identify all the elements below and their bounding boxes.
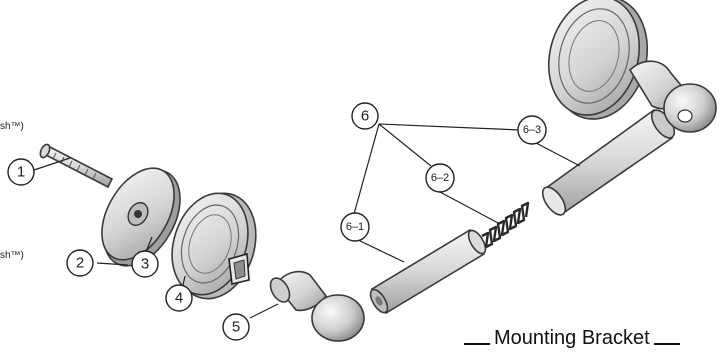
edge-label-bottom: sh™) (0, 250, 24, 261)
callout-6-1-label: 6–1 (346, 221, 364, 233)
edge-label-top: sh™) (0, 121, 24, 132)
callout-1: 1 (7, 158, 35, 186)
callout-2-label: 2 (76, 255, 84, 272)
screw-part (39, 143, 114, 189)
spring-part (481, 201, 530, 249)
finial-part (269, 270, 365, 342)
callout-4: 4 (165, 284, 193, 312)
callout-6-3: 6–3 (517, 115, 547, 145)
rod-segment-part (369, 228, 487, 315)
tube-part (541, 108, 676, 216)
callout-6-2: 6–2 (425, 163, 455, 193)
title-rule-right (653, 343, 680, 345)
callout-6: 6 (351, 102, 379, 130)
callout-6-3-label: 6–3 (523, 124, 541, 136)
washer-plate-part (101, 167, 181, 267)
title-rule-left (464, 343, 490, 345)
callout-6-1: 6–1 (340, 212, 370, 242)
callout-2: 2 (66, 249, 94, 277)
rosette-base-part (171, 192, 257, 300)
leader-lines (33, 123, 581, 319)
callout-6-2-label: 6–2 (431, 172, 449, 184)
callout-1-label: 1 (17, 164, 25, 181)
callout-6-label: 6 (361, 108, 369, 125)
diagram-title: Mounting Bracket (494, 326, 650, 349)
mounting-bracket-assembly (547, 0, 717, 133)
callout-3: 3 (131, 250, 159, 278)
callout-5: 5 (222, 313, 250, 341)
mounting-bracket-title: Mounting Bracket (464, 326, 680, 350)
callout-3-label: 3 (141, 256, 149, 273)
callout-4-label: 4 (175, 290, 183, 307)
callout-5-label: 5 (232, 319, 240, 336)
